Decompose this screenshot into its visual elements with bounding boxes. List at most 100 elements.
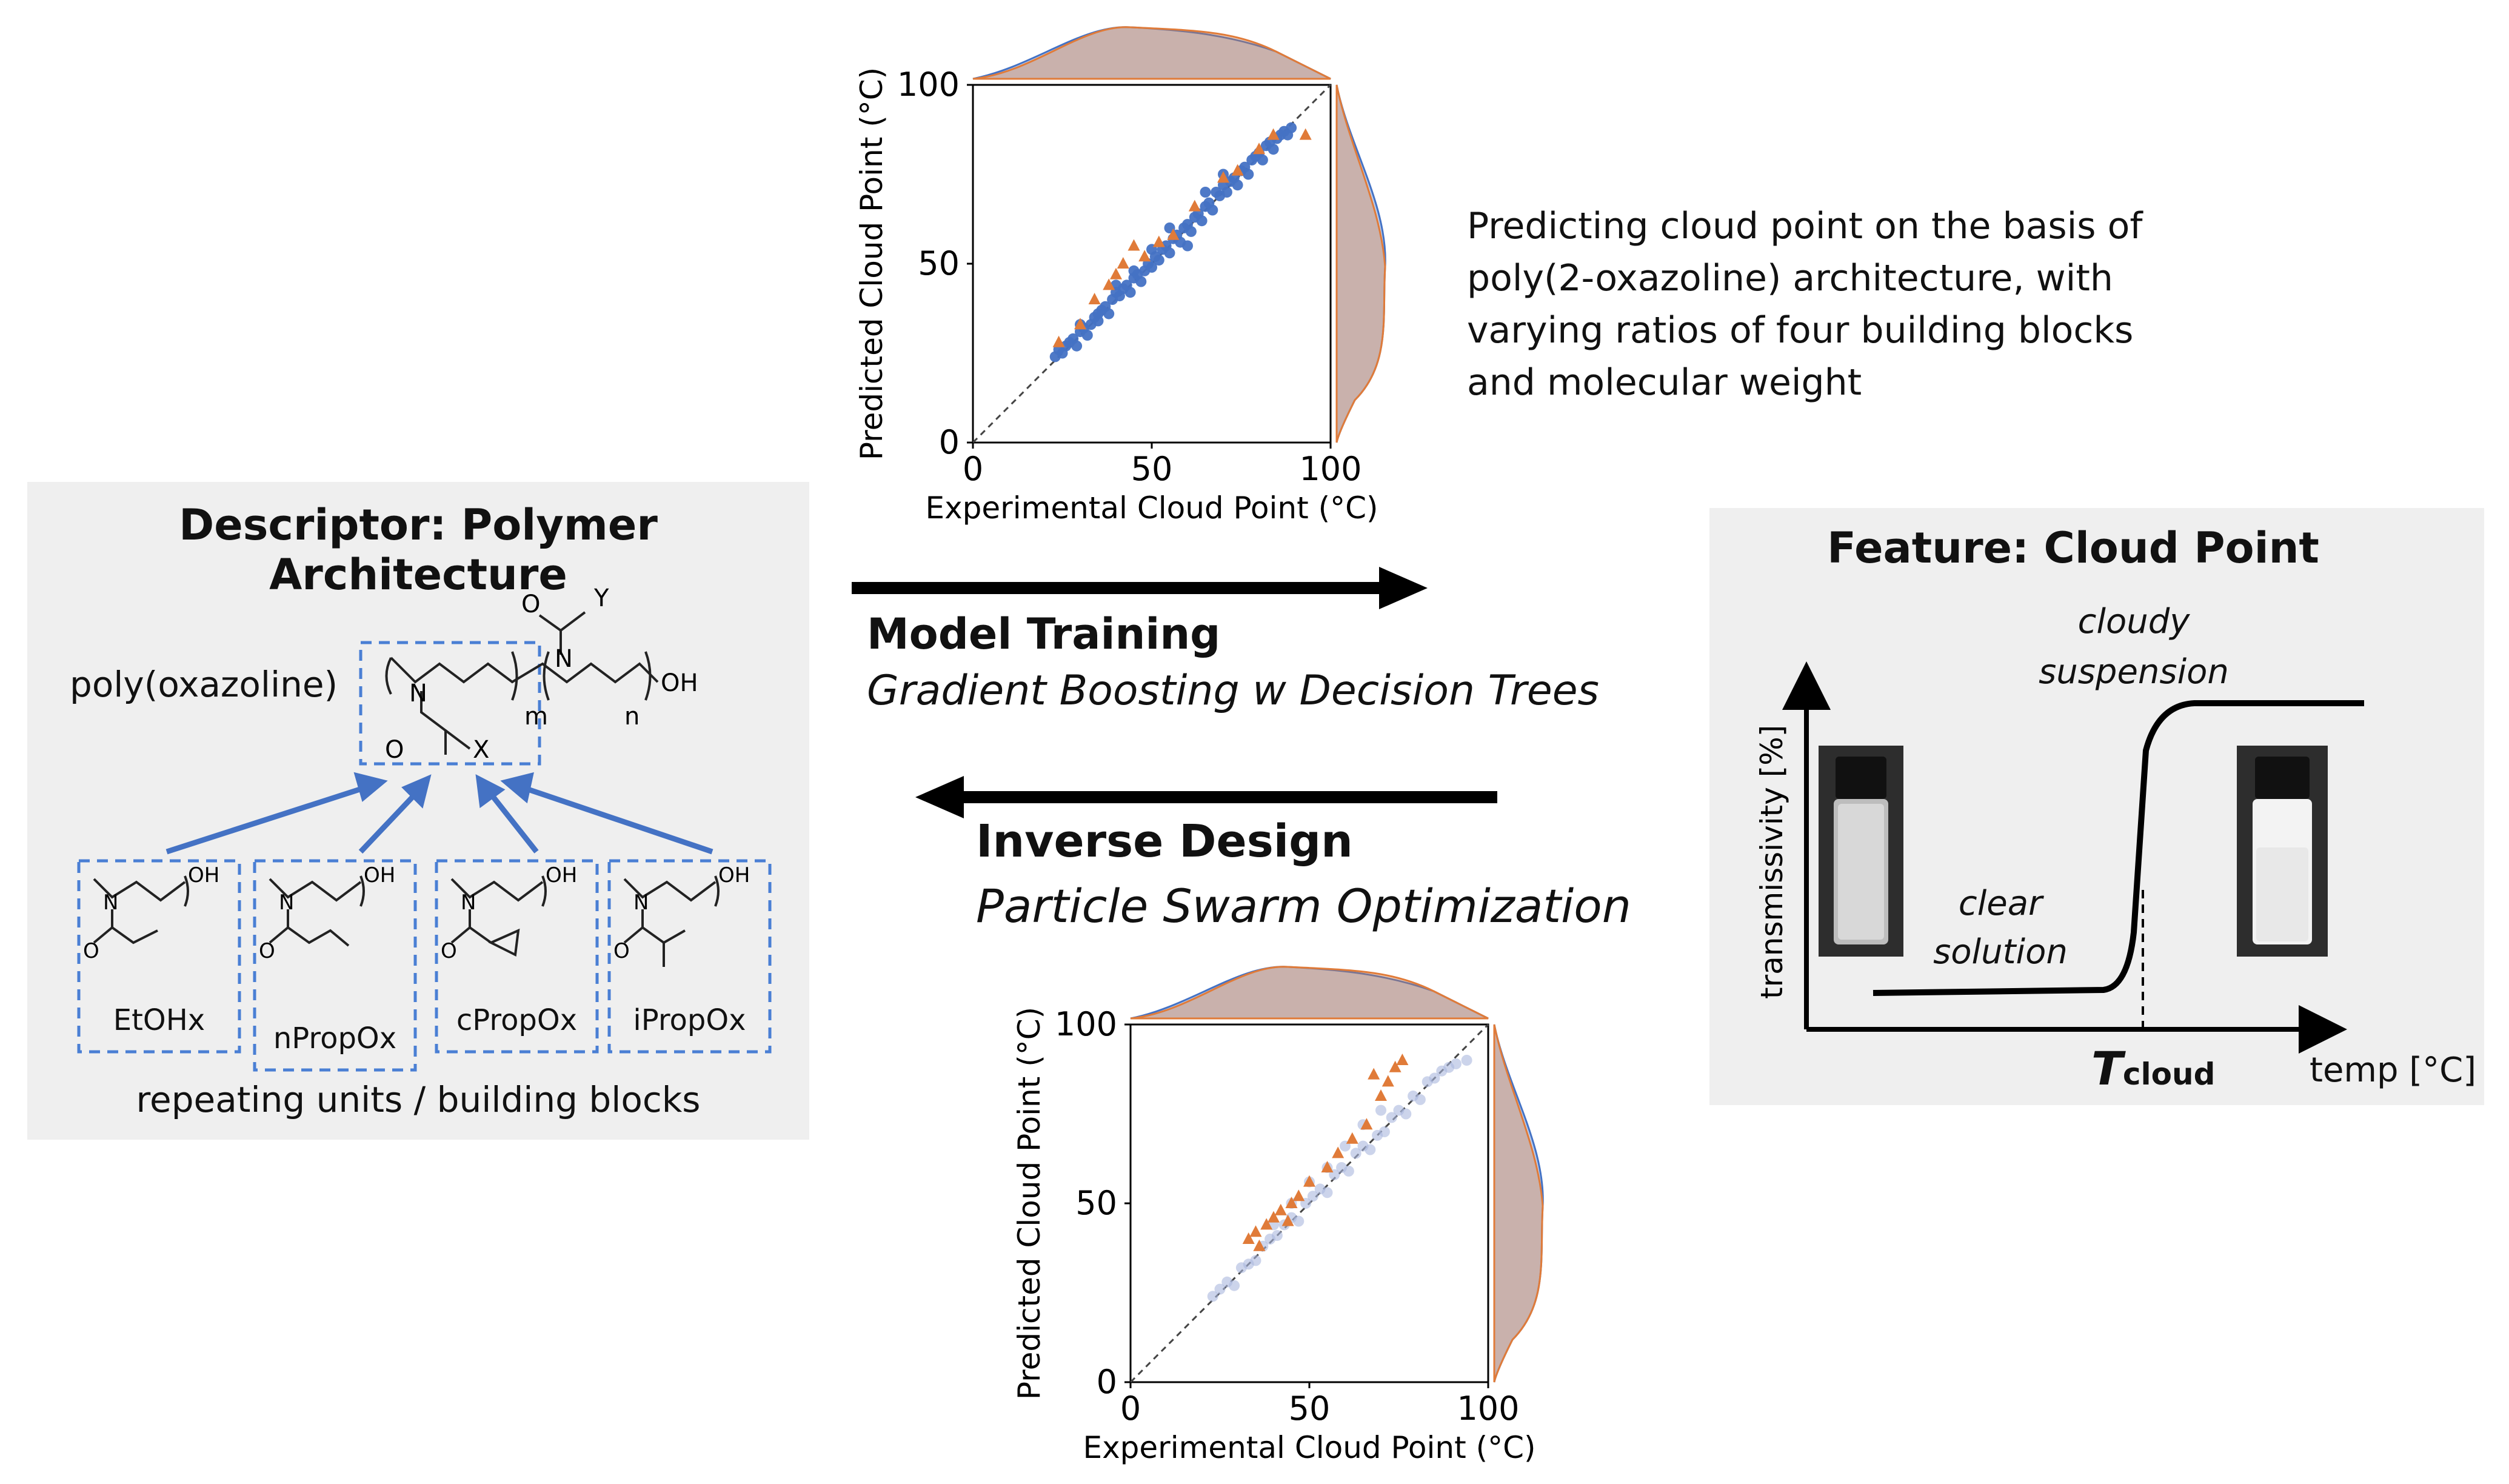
data-point-triangle — [1285, 1197, 1298, 1208]
clear-vial-photo — [1819, 746, 1903, 957]
data-point-circle — [1124, 287, 1136, 298]
data-point-circle — [1182, 240, 1193, 252]
description-line-3: varying ratios of four building blocks — [1467, 309, 2134, 352]
building-block-label-1: EtOHx — [113, 1003, 205, 1037]
data-point-circle — [1378, 1126, 1390, 1137]
data-point-circle — [1350, 1148, 1361, 1159]
data-point-circle — [1196, 215, 1208, 227]
right-marginal-density — [1335, 84, 1386, 443]
cloudy-label-line1: cloudy — [2077, 602, 2190, 641]
data-point-circle — [1286, 122, 1297, 133]
data-point-circle — [1268, 144, 1279, 155]
polymer-structure-diagram: N N O X O Y OH m n — [77, 584, 772, 1072]
data-point-circle — [1414, 1094, 1426, 1105]
bb4-oh: OH — [718, 863, 750, 887]
description-line-2: poly(2-oxazoline) architecture, with — [1467, 257, 2113, 299]
data-point-triangle — [1332, 1146, 1345, 1158]
x-axis-label: Experimental Cloud Point (°C) — [1083, 1430, 1536, 1465]
data-point-circle — [1092, 308, 1104, 319]
cloud-point-graph: transmissivity [%] — [1754, 661, 2364, 1054]
feature-panel: Feature: Cloud Point transmissivity [%] … — [1709, 508, 2484, 1105]
data-point-circle — [1461, 1055, 1472, 1066]
transmission-curve — [1873, 700, 2364, 996]
clear-label-line2: solution — [1933, 932, 2068, 972]
data-point-circle — [1257, 154, 1268, 165]
data-point-triangle — [1253, 1239, 1266, 1251]
bb1-oh: OH — [188, 863, 219, 887]
data-point-circle — [1293, 1215, 1305, 1227]
data-point-circle — [1214, 1283, 1226, 1295]
building-block-bonds — [93, 875, 720, 967]
data-point-triangle — [1128, 239, 1140, 251]
data-point-circle — [1146, 261, 1157, 273]
polymer-label: poly(oxazoline) — [70, 664, 338, 705]
bb4-o: O — [613, 939, 630, 963]
y-axis-label: transmissivity [%] — [1754, 725, 1789, 999]
building-block-boxes — [77, 859, 772, 1072]
data-point-triangle — [1260, 1218, 1273, 1230]
data-point-triangle — [1281, 1214, 1294, 1226]
data-point-triangle — [1360, 1118, 1373, 1130]
data-point-triangle — [1242, 1232, 1255, 1244]
data-point-circle — [1243, 169, 1254, 180]
data-point-triangle — [1253, 142, 1265, 155]
y-tick-label: 100 — [1055, 1005, 1117, 1043]
data-point-triangle — [1267, 128, 1280, 140]
x-axis-label: temp [°C] — [2310, 1051, 2477, 1090]
building-block-label-4: iPropOx — [633, 1003, 746, 1037]
bb2-o: O — [259, 939, 275, 963]
building-blocks-caption: repeating units / building blocks — [136, 1079, 701, 1120]
data-point-triangle — [1292, 1189, 1305, 1202]
y-tick-label: 50 — [918, 244, 960, 282]
top-marginal-density — [1130, 966, 1489, 1020]
building-block-arrows — [165, 772, 713, 855]
data-point-circle — [1429, 1072, 1440, 1084]
data-point-circle — [1153, 255, 1164, 266]
data-point-triangle — [1268, 1211, 1280, 1223]
data-point-triangle — [1321, 1161, 1334, 1172]
data-point-triangle — [1152, 235, 1165, 247]
data-point-triangle — [1231, 164, 1244, 176]
data-point-triangle — [1299, 128, 1312, 140]
building-block-label-3: cPropOx — [456, 1003, 578, 1037]
inverse-arrow-head — [915, 776, 964, 818]
data-point-triangle — [1117, 257, 1129, 269]
data-point-triangle — [1167, 228, 1180, 240]
data-point-circle — [1450, 1058, 1462, 1069]
feature-title: Feature: Cloud Point — [1827, 523, 2319, 573]
main-o2: O — [521, 590, 540, 618]
data-point-triangle — [1249, 1225, 1262, 1237]
data-point-triangle — [1368, 1068, 1380, 1080]
tcloud-label: Tcloud — [2091, 1041, 2215, 1095]
data-point-circle — [1185, 226, 1197, 237]
x-tick-label: 100 — [1299, 450, 1361, 488]
data-point-circle — [1386, 1112, 1397, 1123]
data-point-circle — [1164, 247, 1175, 259]
data-point-triangle — [1389, 1060, 1401, 1072]
data-point-triangle — [1110, 267, 1122, 279]
data-point-circle — [1221, 187, 1232, 198]
main-unit-dashed-box — [359, 641, 541, 766]
bb1-n: N — [103, 891, 118, 915]
data-point-circle — [1307, 1191, 1318, 1202]
model-training-subtitle: Gradient Boosting w Decision Trees — [867, 667, 1599, 715]
data-point-triangle — [1381, 1075, 1394, 1087]
data-point-triangle — [1274, 1203, 1287, 1215]
tcloud-sub: cloud — [2122, 1057, 2216, 1092]
data-point-circle — [1071, 340, 1083, 352]
x-axis-label: Experimental Cloud Point (°C) — [926, 490, 1378, 526]
x-tick-label: 50 — [1131, 450, 1173, 488]
x-tick-label: 50 — [1289, 1389, 1331, 1428]
bb2-oh: OH — [364, 863, 395, 887]
data-point-triangle — [1217, 171, 1229, 183]
cloudy-label-line2: suspension — [2039, 652, 2229, 692]
data-point-circle — [1135, 276, 1147, 287]
data-point-circle — [1232, 179, 1243, 191]
data-point-triangle — [1375, 1089, 1387, 1101]
bb4-n: N — [633, 891, 649, 915]
data-point-circle — [1343, 1165, 1354, 1177]
data-point-circle — [1321, 1187, 1333, 1198]
